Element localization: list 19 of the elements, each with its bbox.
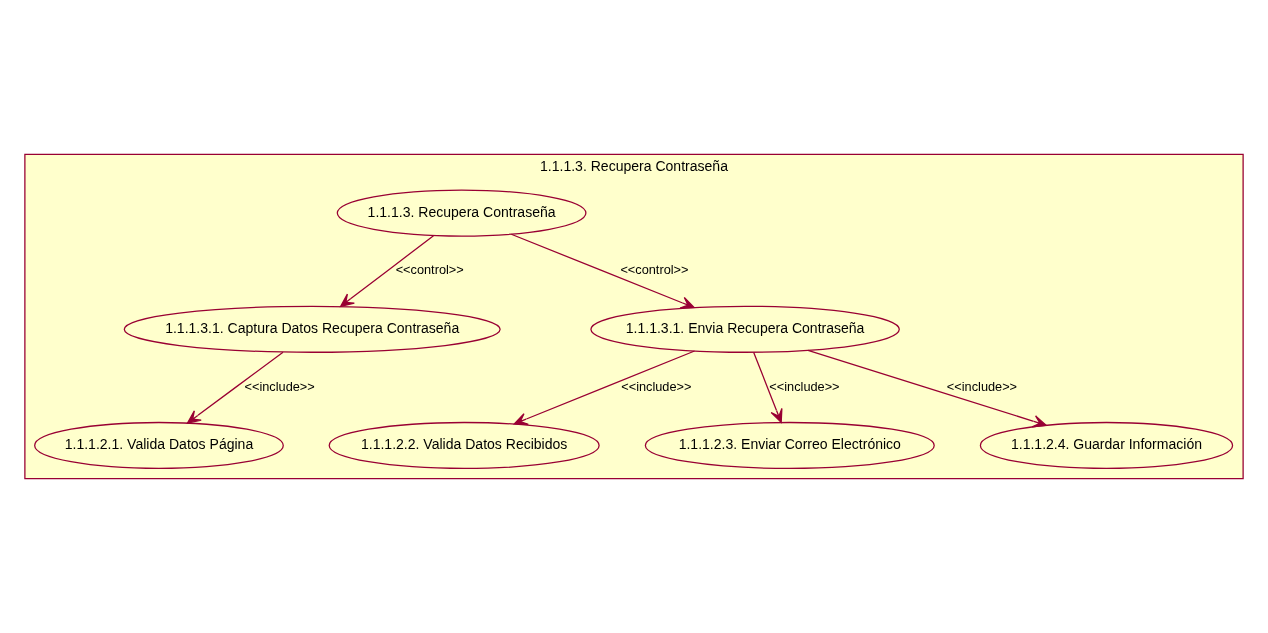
edge-label: <<include>> <box>769 378 840 394</box>
edge-label: <<control>> <box>620 262 689 278</box>
node-ellipse: 1.1.1.3.1. Envia Recupera Contraseña <box>590 305 900 353</box>
node-ellipse: 1.1.1.3. Recupera Contraseña <box>336 189 587 237</box>
node-ellipse: 1.1.1.3.1. Captura Datos Recupera Contraseña <box>123 305 501 353</box>
edge-label: <<include>> <box>244 378 315 394</box>
arrow <box>753 351 783 423</box>
arrow <box>807 349 1047 428</box>
arrow <box>510 233 695 309</box>
edge-label: <<include>> <box>946 378 1018 394</box>
edge-label: <<control>> <box>395 262 464 278</box>
node-ellipse: 1.1.1.2.3. Enviar Correo Electrónico <box>644 421 935 470</box>
edge-label: <<include>> <box>621 378 692 394</box>
arrow <box>186 351 284 424</box>
arrow <box>340 235 435 307</box>
node-ellipse: 1.1.1.2.2. Valida Datos Recibidos <box>328 421 600 470</box>
arrow <box>513 350 696 426</box>
node-ellipse: 1.1.1.2.1. Valida Datos Página <box>34 421 284 470</box>
node-ellipse: 1.1.1.2.4. Guardar Información <box>979 421 1234 470</box>
